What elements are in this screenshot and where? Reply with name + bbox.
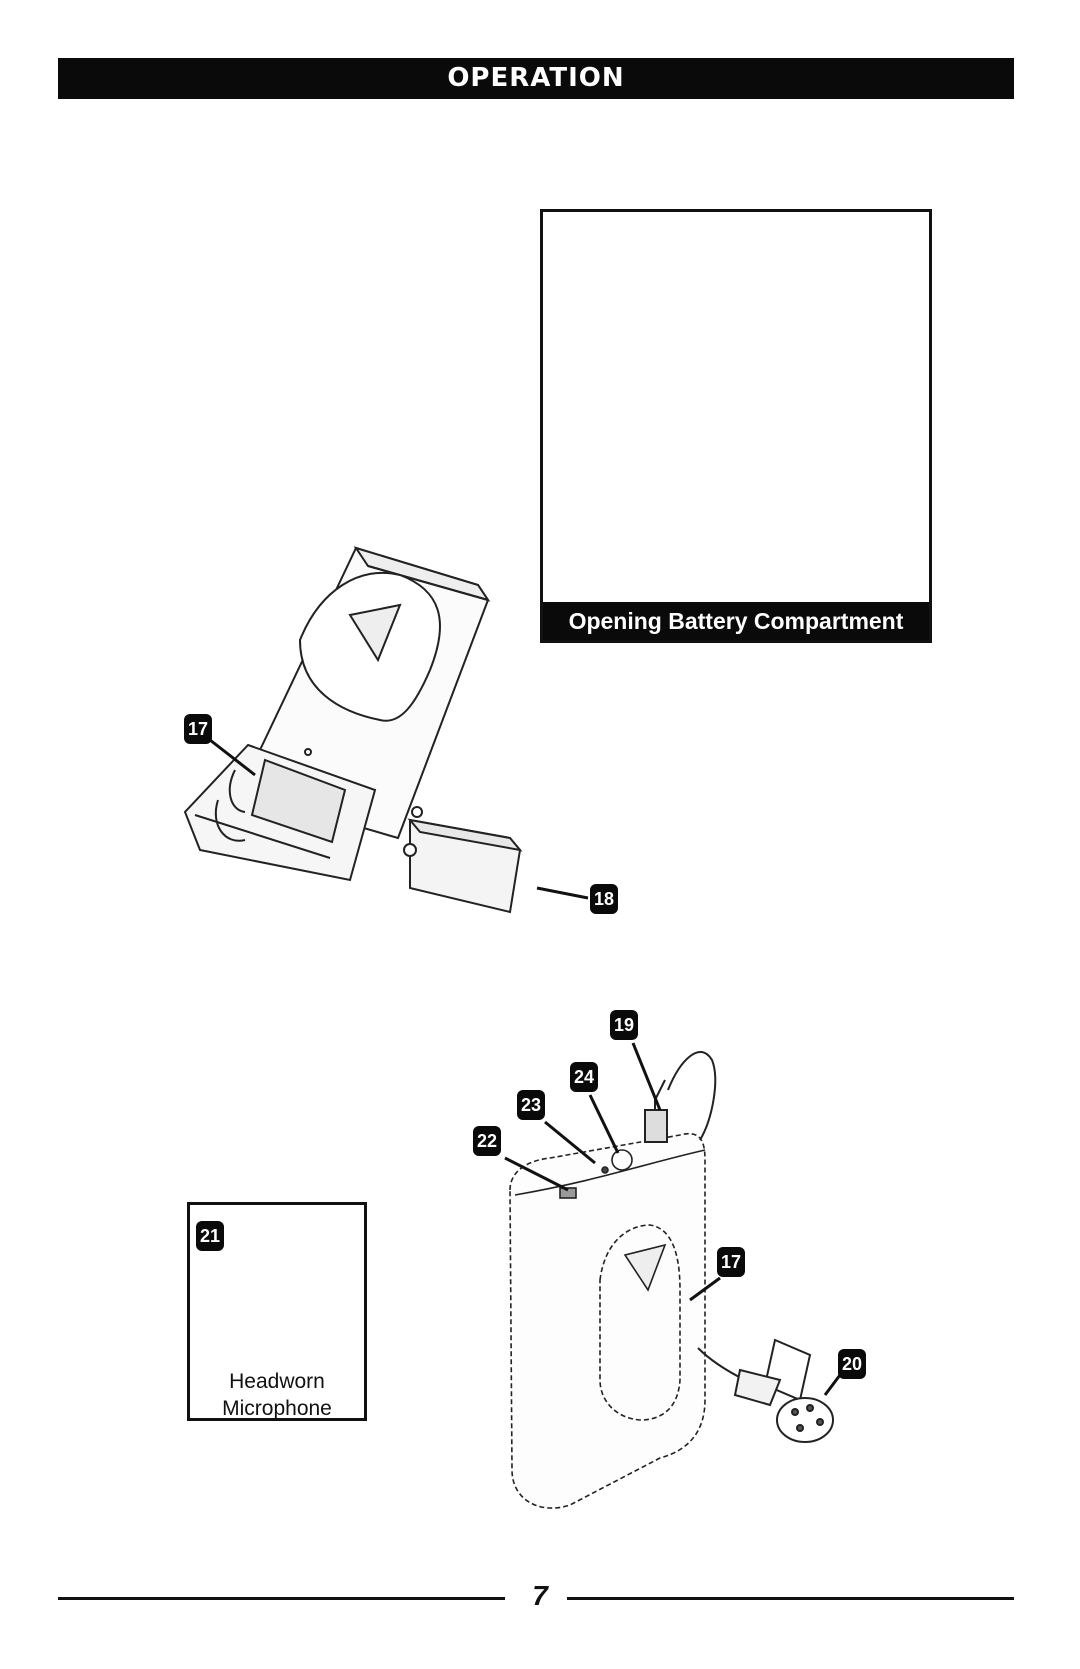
callout-17-top: 17: [184, 714, 212, 744]
transmitter-open-drawing: [183, 546, 491, 882]
transmitter-closed-drawing: [509, 1133, 706, 1509]
mic-caption-line1: Headworn: [229, 1370, 325, 1393]
callout-21: 21: [196, 1221, 224, 1251]
callout-22: 22: [473, 1126, 501, 1156]
section-header: OPERATION: [58, 58, 1014, 99]
callout-19: 19: [610, 1010, 638, 1040]
section-title: OPERATION: [447, 63, 625, 93]
photo-caption: Opening Battery Compartment: [543, 599, 929, 640]
page-number: 7: [532, 1580, 548, 1611]
headworn-mic-inset: 21 Headworn Microphone: [187, 1202, 367, 1421]
callout-leaders: [209, 738, 842, 1396]
callout-17-bottom: 17: [717, 1247, 745, 1277]
battery-compartment-photo: Opening Battery Compartment: [540, 209, 932, 643]
callout-24: 24: [570, 1062, 598, 1092]
9v-battery-drawing: [403, 806, 523, 914]
lapel-microphone-drawing: [733, 1338, 834, 1443]
callout-18: 18: [590, 884, 618, 914]
footer-rule-left: [58, 1597, 505, 1600]
footer-rule-right: [567, 1597, 1014, 1600]
callout-23: 23: [517, 1090, 545, 1120]
mic-caption: Headworn Microphone: [190, 1368, 364, 1422]
mic-caption-line2: Microphone: [222, 1397, 332, 1420]
callout-20: 20: [838, 1349, 866, 1379]
